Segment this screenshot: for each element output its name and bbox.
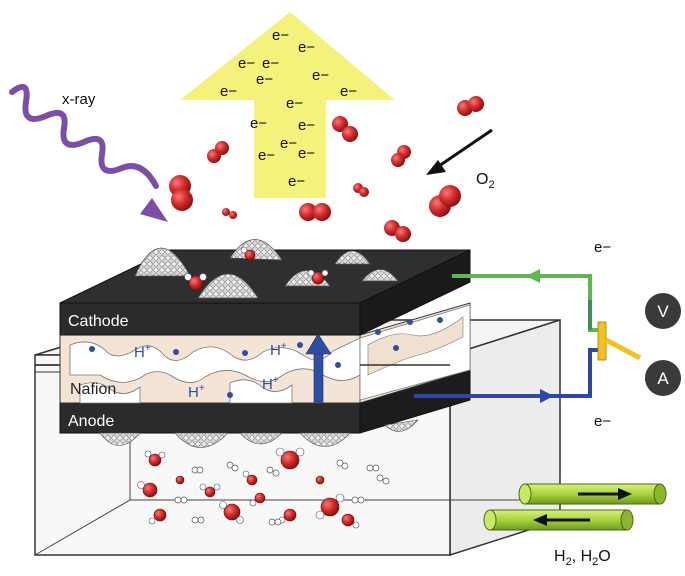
pipe-outlet [518, 483, 667, 505]
hydrogen-molecule [351, 496, 365, 504]
catalyst-cluster [197, 273, 259, 299]
external-circuit: e− e− V A [414, 239, 681, 430]
pipe-inlet [483, 509, 634, 531]
cathode-catalysts [134, 239, 399, 299]
catalyst-cluster [361, 269, 399, 282]
water-molecule [240, 246, 256, 261]
water-molecule [315, 475, 325, 485]
pipe-arrow-right-icon [618, 488, 632, 500]
electron-label: e− [594, 413, 611, 430]
electron-label: e− [286, 95, 303, 112]
oxygen-molecule [222, 208, 237, 219]
water-molecule [275, 447, 305, 470]
hydrogen-molecule [376, 474, 390, 485]
anode-catalyst [299, 432, 351, 447]
oxygen-inflow: O2 [426, 128, 495, 191]
ammeter-icon: A [645, 360, 681, 396]
electron-label: e− [220, 83, 237, 100]
water-molecule [249, 492, 266, 507]
electron-label: e− [262, 55, 279, 72]
circuit-arrow-top-icon [526, 269, 540, 283]
water-molecule [242, 470, 258, 486]
voltmeter-label: V [657, 302, 669, 321]
proton-label: H+ [134, 343, 151, 361]
electron-label: e− [272, 27, 289, 44]
water-molecule [175, 475, 185, 485]
oxygen-molecule [457, 96, 484, 116]
meter-lead [604, 337, 642, 361]
water-molecule [307, 269, 329, 285]
hydrogen-molecule [191, 466, 204, 474]
electron-emission-arrow: e− e− e− e− e− e− e− e− e− e− e− e− e− e… [180, 12, 395, 198]
gas-label: H2, H2O [554, 548, 611, 568]
hydrogen-molecule [226, 461, 239, 472]
water-molecule [315, 493, 345, 520]
hydrogen-molecule [174, 496, 188, 504]
proton-label: H+ [262, 375, 279, 393]
electron-label: e− [256, 71, 273, 88]
proton-label: H+ [188, 383, 205, 401]
water-molecule [137, 481, 158, 498]
hydrogen-molecule [336, 459, 349, 470]
water-molecule [199, 483, 221, 498]
oxygen-molecule [169, 175, 193, 211]
water-molecule [341, 513, 360, 529]
circuit-arrow-bottom-icon [540, 389, 554, 403]
oxygen-molecule [332, 116, 358, 142]
xray-wave-icon [9, 83, 159, 189]
gas-pipes: H2, H2O [483, 483, 667, 568]
voltmeter-icon: V [645, 293, 681, 329]
catalyst-cluster [134, 247, 191, 277]
oxygen-molecule [391, 145, 411, 167]
oxygen-molecule [207, 141, 229, 163]
electron-label: e− [288, 173, 305, 190]
proton-flow-arrow [305, 333, 332, 403]
oxygen-molecules [169, 96, 484, 242]
load-resistor [597, 321, 607, 361]
proton-label: H+ [270, 341, 287, 359]
pipe-arrow-left-icon [533, 514, 547, 526]
nafion-label: Nafion [70, 381, 116, 398]
electron-label: e− [298, 39, 315, 56]
xray-arrowhead-icon [140, 198, 168, 222]
anode-label: Anode [68, 413, 114, 430]
oxygen-molecule [384, 220, 411, 242]
hydrogen-molecule [268, 518, 282, 526]
electron-label: e− [258, 147, 275, 164]
catalyst-cluster [229, 239, 283, 261]
electron-label: e− [312, 67, 329, 84]
ammeter-label: A [657, 369, 669, 388]
anode-catalyst [239, 432, 283, 445]
xray-label: x-ray [62, 91, 96, 108]
water-molecule [148, 508, 167, 525]
anode-catalyst [384, 419, 419, 432]
anode-catalyst [99, 432, 141, 446]
catalyst-cluster [334, 250, 371, 265]
electron-label: e− [340, 83, 357, 100]
circuit-wire-bottom [414, 348, 600, 398]
oxygen-molecule [299, 203, 331, 221]
oxygen-molecule [353, 183, 369, 197]
electron-label: e− [298, 145, 315, 162]
water-molecule [219, 501, 244, 524]
hydrogen-molecule [366, 464, 380, 472]
electron-label: e− [298, 117, 315, 134]
xray-source: x-ray [9, 83, 168, 222]
nafion-membrane [59, 302, 471, 404]
water-molecule [144, 450, 166, 467]
electron-label: e− [238, 55, 255, 72]
hydrogen-molecule [266, 466, 280, 477]
water-molecules [137, 447, 390, 529]
hydrogen-molecule [191, 516, 205, 524]
o2-label: O2 [476, 171, 495, 191]
electron-label: e− [594, 239, 611, 256]
anode-catalyst [174, 432, 229, 448]
cathode-label: Cathode [68, 313, 129, 330]
electron-label: e− [280, 135, 297, 152]
electron-label: e− [250, 115, 267, 132]
oxygen-molecule [429, 185, 461, 217]
water-molecule [184, 273, 207, 291]
